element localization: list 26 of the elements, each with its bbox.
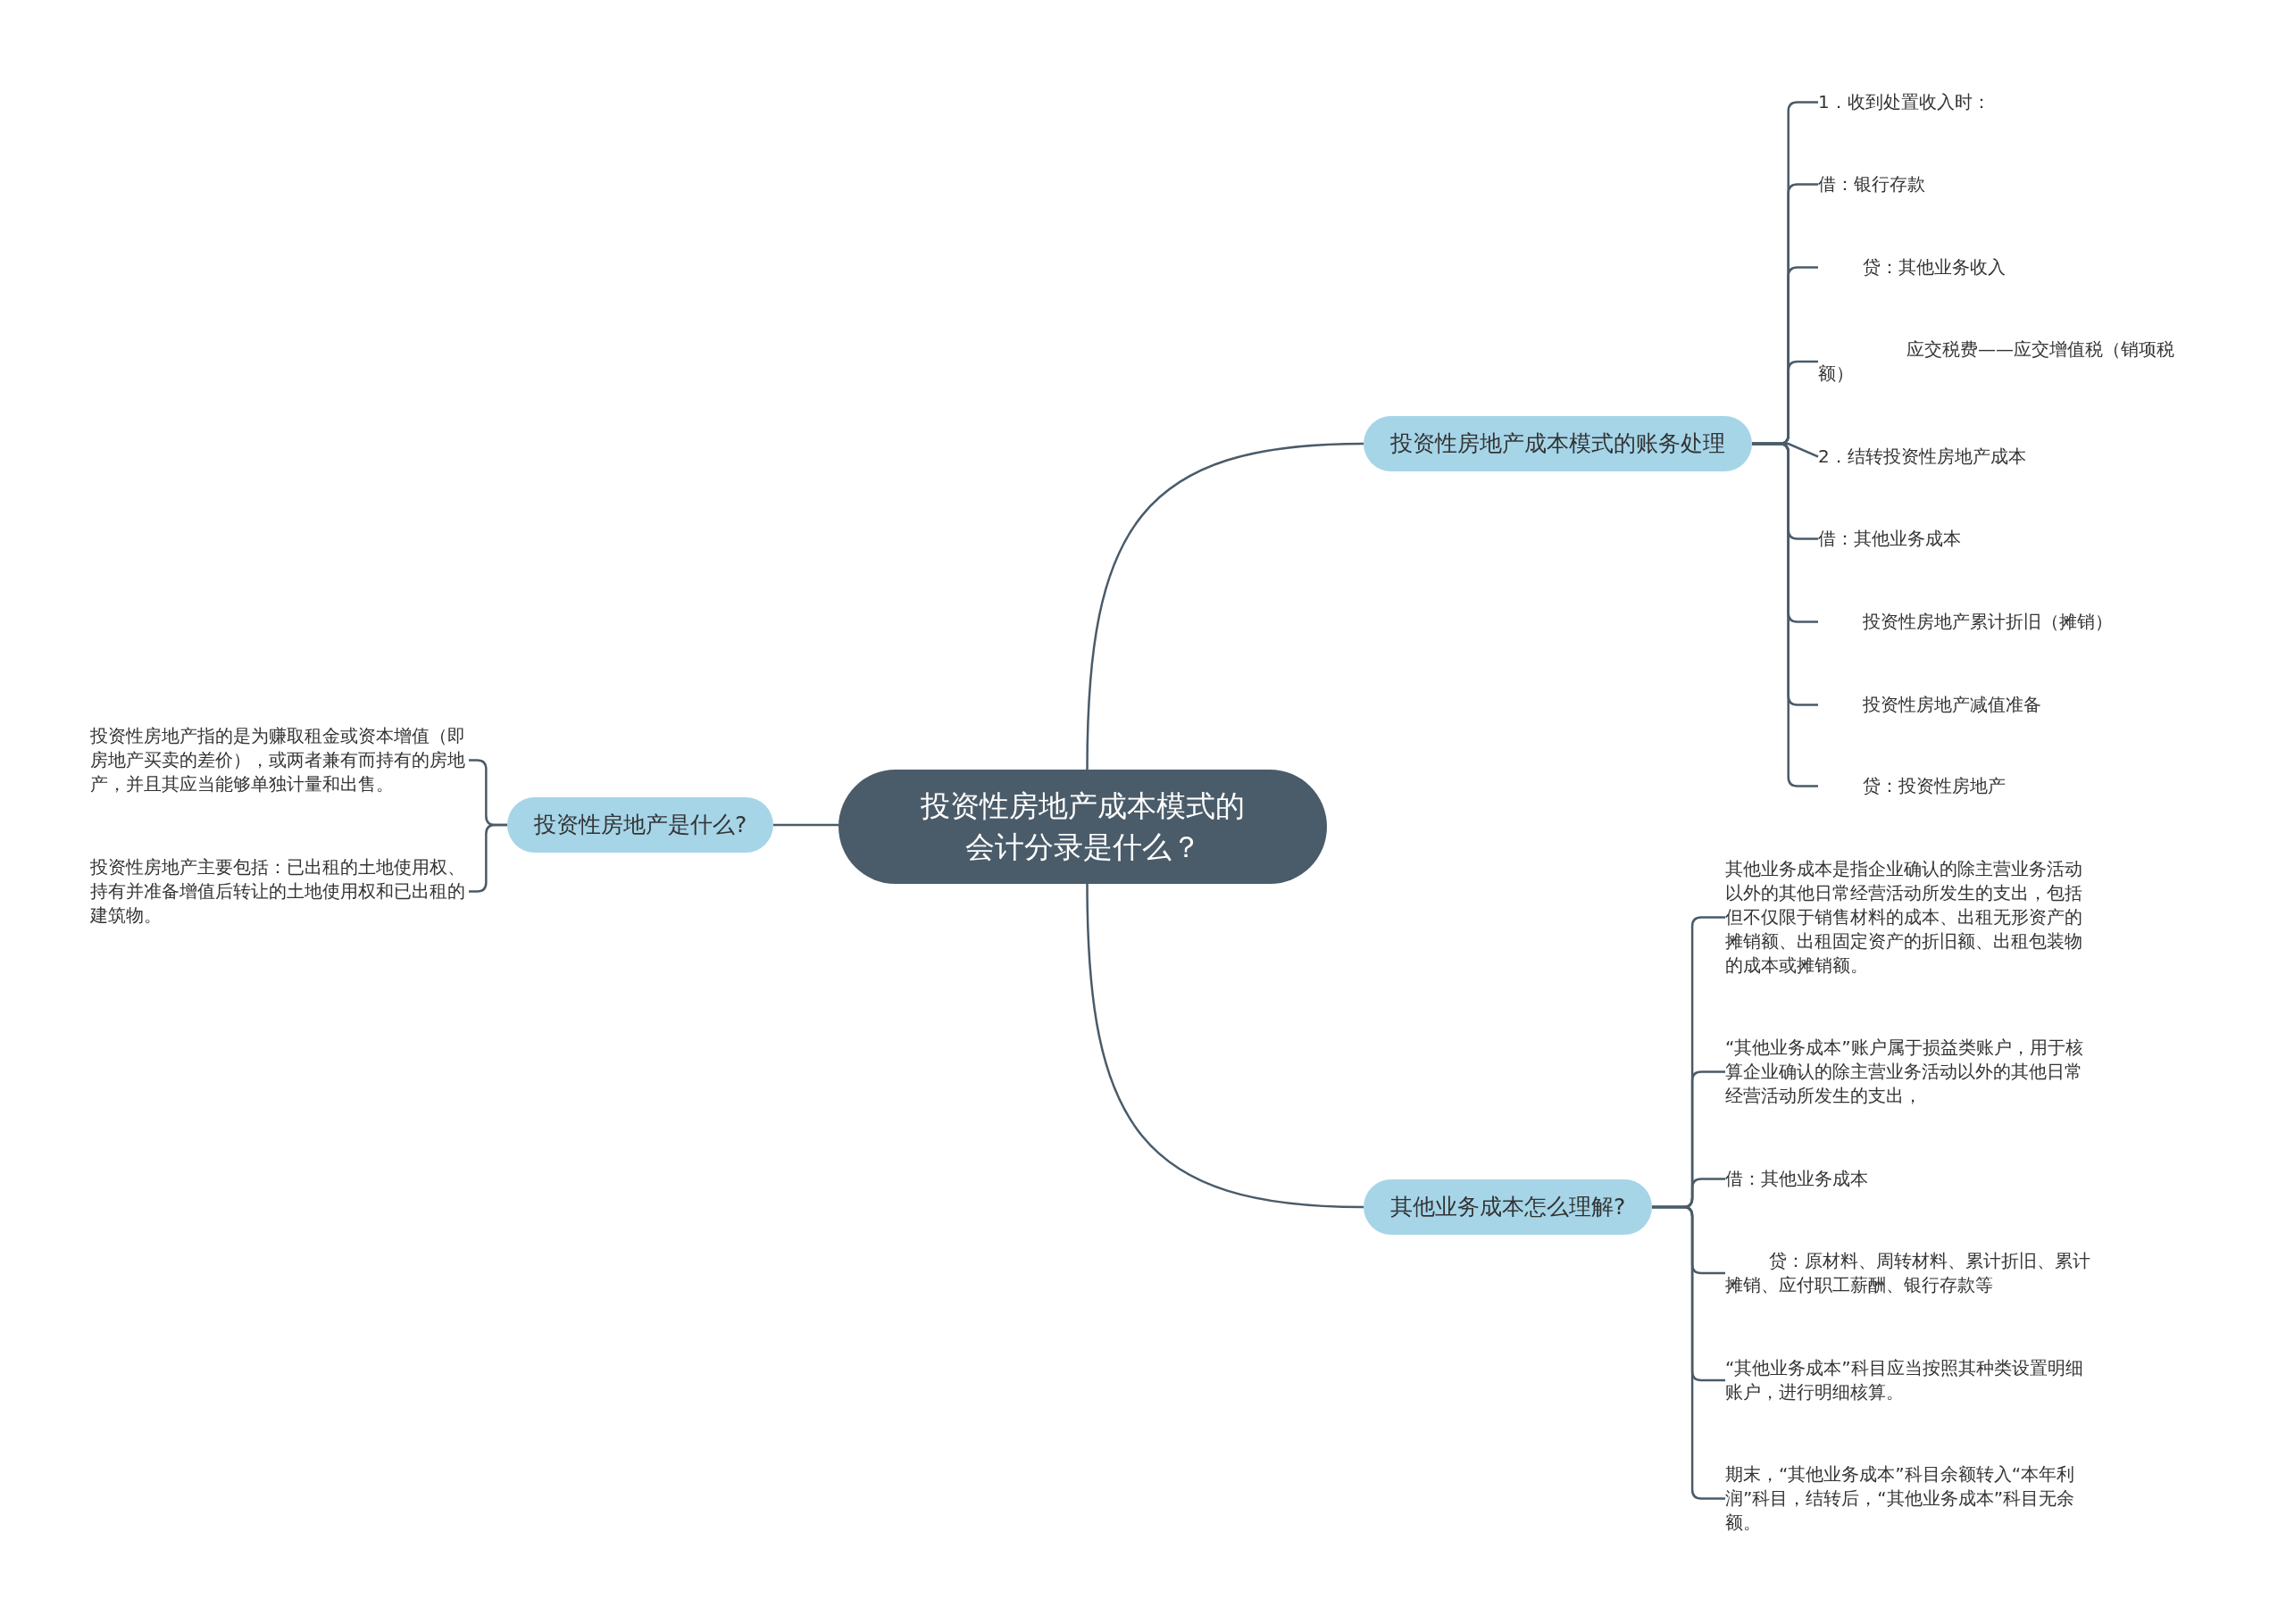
topic-box: 投资性房地产成本模式的会计分录是什么？ <box>838 770 1327 884</box>
connector-line <box>1086 442 1364 770</box>
connector-line <box>1086 883 1364 1209</box>
note-text: 1．收到处置收入时： <box>1818 89 2190 114</box>
note-text: 贷：投资性房地产 <box>1818 773 2190 798</box>
connector-line <box>1652 1205 1725 1500</box>
note-text: “其他业务成本”科目应当按照其种类设置明细账户，进行明细核算。 <box>1725 1356 2098 1404</box>
note-text: 借：其他业务成本 <box>1725 1166 2098 1191</box>
note-text: 投资性房地产累计折旧（摊销） <box>1818 609 2190 634</box>
note-text: “其他业务成本”账户属于损益类账户，用于核算企业确认的除主营业务活动以外的其他日常经营活动所发生的支出， <box>1725 1035 2098 1108</box>
topic-box: 投资性房地产成本模式的账务处理 <box>1364 416 1752 471</box>
note-text: 贷：其他业务收入 <box>1818 254 2190 279</box>
connector-line <box>773 823 838 827</box>
note-text: 借：银行存款 <box>1818 171 2190 196</box>
note-text: 投资性房地产指的是为赚取租金或资本增值（即房地产买卖的差价），或两者兼有而持有的房地产，并且其应当能够单独计量和出售。 <box>90 723 469 796</box>
note-text: 其他业务成本是指企业确认的除主营业务活动以外的其他日常经营活动所发生的支出，包括但不仅限于销售材料的成本、出租无形资产的摊销额、出租固定资产的折旧额、出租包装物的成本或摊销额。 <box>1725 856 2098 978</box>
note-text: 投资性房地产减值准备 <box>1818 692 2190 717</box>
note-text: 期末，“其他业务成本”科目余额转入“本年利润”科目，结转后，“其他业务成本”科目无余额。 <box>1725 1462 2098 1535</box>
note-text: 投资性房地产主要包括：已出租的土地使用权、持有并准备增值后转让的土地使用权和已出租的建筑物。 <box>90 854 469 928</box>
topic-box: 投资性房地产是什么? <box>507 797 774 853</box>
note-text: 2．结转投资性房地产成本 <box>1818 444 2190 469</box>
topic-box: 其他业务成本怎么理解? <box>1364 1179 1653 1235</box>
connector-line <box>1752 442 1818 787</box>
note-text: 贷：原材料、周转材料、累计折旧、累计摊销、应付职工薪酬、银行存款等 <box>1725 1249 2098 1297</box>
note-text: 应交税费——应交增值税（销项税额） <box>1818 337 2190 386</box>
note-text: 借：其他业务成本 <box>1818 526 2190 551</box>
